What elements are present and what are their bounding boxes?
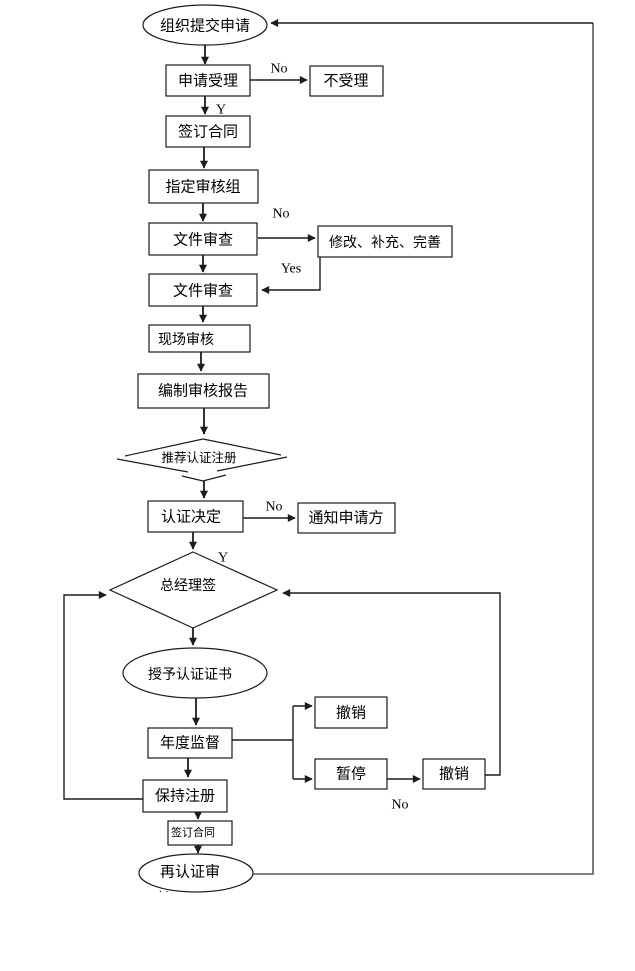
audit-report-box — [137, 373, 270, 409]
recommend-diamond-edge — [202, 438, 282, 456]
audit-team-label: 指定审核组 — [165, 179, 240, 196]
onsite-audit-box — [148, 324, 251, 353]
audit-report-label: 编制审核报告 — [158, 383, 248, 400]
edge-keep-gm-loop — [63, 591, 143, 800]
recommend-diamond-edge — [124, 438, 204, 457]
edge-label-no-2: No — [272, 207, 289, 222]
annual-supervision-label: 年度监督 — [160, 735, 220, 752]
revoke-a-label: 撤销 — [336, 705, 366, 722]
node-audit-report: 编制审核报告 — [137, 373, 270, 409]
edge-label-y-1: Y — [216, 103, 226, 118]
doc-review-1-label: 文件审查 — [173, 232, 233, 249]
node-suspend: 暂停 — [314, 758, 388, 790]
node-sign-contract-2: 签订合同 — [167, 820, 233, 846]
edge-modify-docreview2 — [261, 257, 321, 294]
node-revoke-b: 撤销 — [422, 758, 486, 790]
sign-contract-box — [165, 115, 251, 148]
sign-contract-2-box — [167, 820, 233, 846]
sign-contract-2-label: 签订合同 — [171, 825, 215, 839]
accept-box — [165, 64, 251, 97]
node-sign-contract: 签订合同 — [165, 115, 251, 148]
edge-label-no-3: No — [265, 500, 282, 515]
node-not-accepted: 不受理 — [309, 65, 384, 97]
certification-decision-label: 认证决定 — [161, 509, 221, 526]
onsite-audit-label: 现场审核 — [158, 331, 214, 347]
gm-sign-diamond — [108, 551, 279, 629]
gm-sign-label: 总经理签 — [160, 577, 216, 593]
recertification-label-line2: 核 — [157, 891, 172, 908]
node-accept: 申请受理 — [165, 64, 251, 97]
annual-supervision-box — [147, 727, 233, 759]
edge-label-no-4: No — [391, 798, 408, 813]
recommend-diamond-edge — [216, 456, 288, 472]
keep-registration-box — [142, 779, 228, 813]
edge-label-yes-1: Yes — [281, 262, 301, 277]
revoke-a-box — [314, 696, 388, 729]
node-doc-review-2: 文件审查 — [148, 273, 258, 307]
accept-label: 申请受理 — [178, 73, 238, 90]
recommend-diamond-edge — [181, 474, 227, 482]
doc-review-2-label: 文件审查 — [173, 283, 233, 300]
notify-applicant-label: 通知申请方 — [308, 510, 383, 527]
edges — [63, 19, 594, 875]
notify-applicant-box — [297, 502, 396, 534]
audit-team-box — [148, 169, 259, 204]
edge-label-y-2: Y — [218, 551, 228, 566]
node-onsite-audit: 现场审核 — [148, 324, 251, 353]
edge-label-no-1: No — [270, 62, 287, 77]
doc-review-2-box — [148, 273, 258, 307]
sign-contract-label: 签订合同 — [178, 124, 238, 141]
modify-supplement-label: 修改、补充、完善 — [329, 234, 441, 250]
grant-certificate-ellipse — [122, 647, 268, 699]
recertification-label: 再认证审 — [160, 864, 220, 881]
edge-labels: No Y No Yes No Y No — [216, 62, 409, 813]
node-certification-decision: 认证决定 — [147, 500, 244, 533]
revoke-b-label: 撤销 — [439, 766, 469, 783]
start-label: 组织提交申请 — [160, 17, 250, 35]
edge-recert-loop-riser — [253, 23, 594, 875]
not-accepted-box — [309, 65, 384, 97]
recommend-diamond-edge — [116, 458, 189, 473]
suspend-box — [314, 758, 388, 790]
revoke-b-box — [422, 758, 486, 790]
edge-revoke-b-gm-loop — [282, 589, 501, 776]
node-grant-certificate: 授予认证证书 — [122, 647, 268, 699]
start-ellipse — [142, 4, 268, 46]
grant-certificate-label: 授予认证证书 — [148, 666, 232, 682]
node-gm-sign: 总经理签 — [108, 551, 279, 629]
node-revoke-a: 撤销 — [314, 696, 388, 729]
node-keep-registration: 保持注册 — [142, 779, 228, 813]
node-annual-supervision: 年度监督 — [147, 727, 233, 759]
not-accepted-label: 不受理 — [323, 73, 368, 90]
node-doc-review-1: 文件审查 — [148, 222, 258, 256]
recertification-ellipse — [138, 853, 254, 893]
modify-supplement-box — [317, 225, 453, 258]
node-modify-supplement: 修改、补充、完善 — [317, 225, 453, 258]
node-recertification: 再认证审 核 — [138, 853, 254, 908]
node-notify-applicant: 通知申请方 — [297, 502, 396, 534]
recommend-registration-label: 推荐认证注册 — [161, 450, 236, 465]
suspend-label: 暂停 — [336, 766, 366, 783]
doc-review-1-box — [148, 222, 258, 256]
certification-decision-box — [147, 500, 244, 533]
keep-registration-label: 保持注册 — [155, 788, 215, 805]
node-audit-team: 指定审核组 — [148, 169, 259, 204]
node-start: 组织提交申请 — [142, 4, 268, 46]
node-recommend-registration: 推荐认证注册 — [116, 438, 288, 482]
